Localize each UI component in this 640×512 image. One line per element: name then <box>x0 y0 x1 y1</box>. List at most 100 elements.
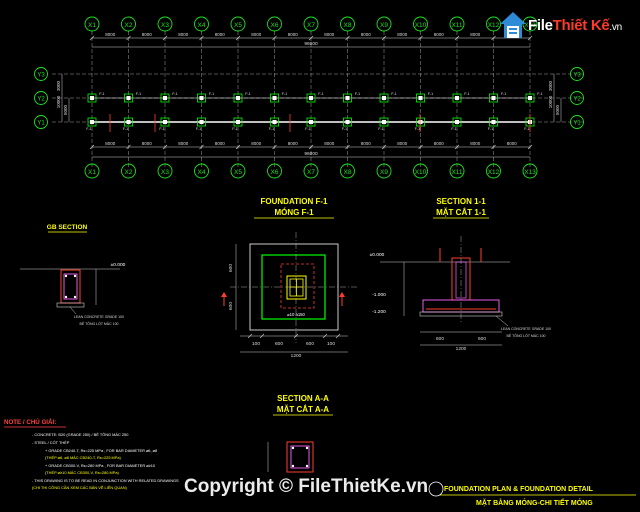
notes-block: NOTE / CHÚ GIẢI:- CONCRETE: B20 (GRADE 2… <box>4 419 179 490</box>
footing-tag: F-1 <box>318 92 323 96</box>
dimension-tick <box>293 333 299 339</box>
foundation-f1-title: FOUNDATION F-1 <box>261 197 329 206</box>
bay-dimension-text: 8000 <box>142 141 153 146</box>
bay-dimension-text: 8000 <box>361 32 372 37</box>
footing-pad <box>416 117 425 127</box>
column-outline <box>286 275 307 300</box>
rebar-dot <box>73 274 77 278</box>
grid-label-top: X7 <box>307 22 315 29</box>
column-stub <box>345 95 350 101</box>
footing-pad <box>87 93 97 103</box>
dimension-tick <box>308 35 314 41</box>
bay-dimension-text: 8000 <box>324 141 335 146</box>
footing-pad <box>452 117 462 127</box>
footing-pad <box>270 93 279 103</box>
f1-dimension-text: 600 <box>306 341 314 347</box>
sheet-marker-circle <box>428 481 444 497</box>
notes-line: (THÉP ⌀6, ⌀8 MÁC CB240-T, Rs=225 MPa) <box>45 455 122 460</box>
grid-bubble-bottom <box>413 163 428 179</box>
footing-tag: F-1 <box>305 127 310 131</box>
column-stub <box>418 95 423 101</box>
bay-dimension-text: 8000 <box>397 141 408 146</box>
dimension-tick <box>126 144 131 150</box>
column-stub <box>381 95 387 101</box>
bay-dimension-text: 8000 <box>507 141 518 146</box>
column-stub <box>527 95 533 101</box>
total-dimension-text: 96000 <box>304 151 318 157</box>
dimension-tick <box>322 333 328 339</box>
grid-label-bottom: X9 <box>380 169 388 176</box>
footing-pad <box>525 93 535 103</box>
gb-section-title: GB SECTION <box>47 224 88 231</box>
bay-dimension-text: 8000 <box>105 32 116 37</box>
footing-tag: F-1 <box>342 127 347 131</box>
grid-bubble-right <box>570 115 584 129</box>
footing-tag: F-1 <box>245 92 250 96</box>
footing-pad <box>416 93 425 103</box>
f1-dimension-text: 600 <box>275 341 283 347</box>
rebar-dot <box>64 274 68 278</box>
column-stub <box>199 95 204 101</box>
gb-note-text: BÊ TÔNG LÓT MÁC 100 <box>80 321 119 326</box>
footing-tag: F-1 <box>451 127 456 131</box>
bay-dimension-text: 8000 <box>361 141 372 146</box>
column-stub <box>162 119 168 125</box>
column-stub <box>491 95 496 101</box>
grid-bubble-right <box>570 91 584 105</box>
column-stub <box>126 119 131 125</box>
section-11-subtitle: MẶT CẮT 1-1 <box>436 208 486 217</box>
grid-label-right: Y3 <box>573 73 581 79</box>
s11-note-text: LEAN CONCRETE GRADE 100 <box>501 327 551 331</box>
dimension-tick <box>199 35 204 41</box>
level-text: ±0.000 <box>111 262 126 268</box>
footing-tag: F-1 <box>172 92 177 96</box>
footing-pad <box>489 117 498 127</box>
footing-pad <box>124 93 133 103</box>
foundation-plan: X1X1X2X2X3X3X4X4X5X5X6X6X7X7X8X8X9X9X10X… <box>34 16 586 179</box>
bay-dimension-text: 8000 <box>434 141 445 146</box>
footing-pad <box>306 117 316 127</box>
grid-label-top: X1 <box>88 22 96 29</box>
footing-tag: F-1 <box>355 92 360 96</box>
grid-label-bottom: X3 <box>161 169 169 176</box>
bay-dimension-text: 8000 <box>434 32 445 37</box>
filethietke-logo: FileThiết Kế.vn <box>498 8 636 42</box>
bay-dimension-text: 8000 <box>251 32 262 37</box>
dimension-tick <box>247 333 253 339</box>
footing-tag: F-1 <box>488 127 493 131</box>
footing-pad <box>343 93 352 103</box>
footing-tag: F-1 <box>123 127 128 131</box>
section-arrow-head <box>221 292 227 297</box>
dimension-tick <box>126 35 131 41</box>
side-dimension-text: 5000 <box>63 104 68 115</box>
grid-label-top: X4 <box>198 22 206 29</box>
rebar-dot <box>73 295 77 299</box>
bay-dimension-text: 8000 <box>470 141 481 146</box>
footing-tag: F-1 <box>391 92 396 96</box>
column-stub <box>381 119 387 125</box>
bay-dimension-text: 8000 <box>215 141 226 146</box>
grid-label-bottom: X6 <box>271 169 279 176</box>
footing-base <box>261 254 326 320</box>
footing-pad <box>233 93 243 103</box>
notes-line: - THIS DRAWING IS TO BE READ IN CONJUNCT… <box>32 478 179 483</box>
notes-title: NOTE / CHÚ GIẢI: <box>4 419 56 426</box>
section-aa-title: SECTION A-A <box>277 394 329 403</box>
grid-label-bottom: X5 <box>234 169 242 176</box>
total-dimension-text: 96000 <box>304 41 318 47</box>
grid-bubble-bottom <box>486 163 501 179</box>
dimension-tick <box>454 144 460 150</box>
rebar-dot <box>305 464 309 468</box>
footing-pad <box>379 117 389 127</box>
f1-side-dimension: 600 <box>228 264 234 272</box>
grid-label-top: X8 <box>344 22 352 29</box>
footing-tag: F-1 <box>269 127 274 131</box>
section-aa-stirrup <box>290 445 310 469</box>
stirrup-outline <box>63 273 78 300</box>
footing-tag: F-1 <box>159 127 164 131</box>
grid-bubble-bottom <box>522 163 538 179</box>
sheet-title-line-1: FOUNDATION PLAN & FOUNDATION DETAIL <box>444 486 594 493</box>
bay-dimension-text: 8000 <box>178 141 189 146</box>
